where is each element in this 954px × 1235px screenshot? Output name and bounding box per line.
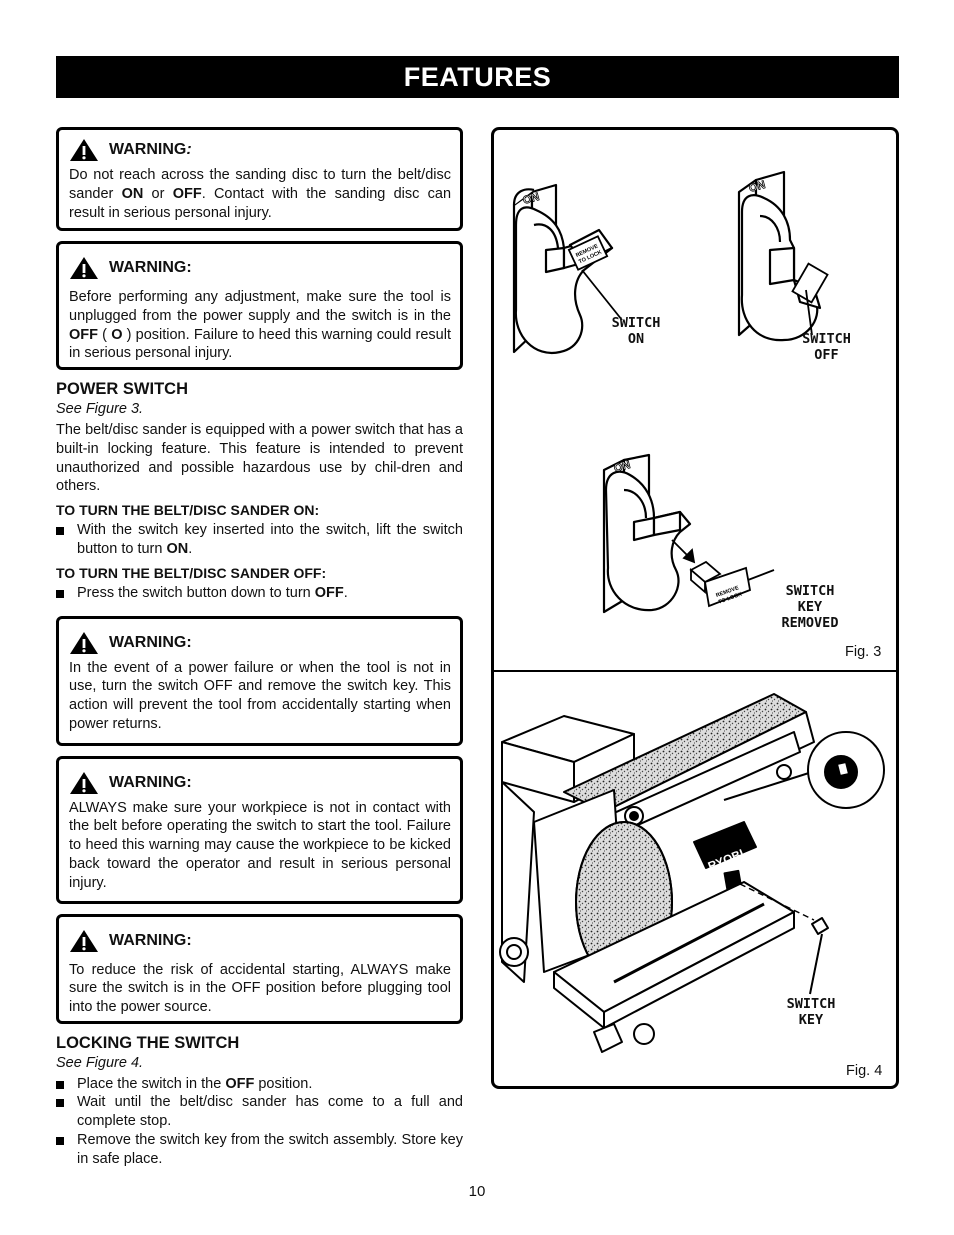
figure-4-illustration: RYOBI bbox=[499, 693, 885, 1053]
figure-3-illustration: ON REMOVE TO LOCK ON O bbox=[512, 170, 829, 614]
turn-off-heading: TO TURN THE BELT/DISC SANDER OFF: bbox=[56, 564, 327, 581]
warning-title: WARNING: bbox=[109, 259, 192, 276]
switch-key-removed-drawing: ON bbox=[602, 453, 692, 614]
warning-header: WARNING: bbox=[69, 771, 451, 795]
warning-box-2: WARNING: Before performing any adjustmen… bbox=[56, 241, 463, 370]
locking-step: Remove the switch key from the switch as… bbox=[56, 1131, 463, 1169]
page-banner: FEATURES bbox=[56, 56, 899, 98]
warning-title-suffix: : bbox=[186, 141, 192, 158]
switch-on-face-label: ON bbox=[522, 191, 541, 207]
figure-3-label: Fig. 3 bbox=[845, 644, 882, 660]
warning-triangle-icon bbox=[70, 139, 98, 161]
warning-box-4: WARNING: ALWAYS make sure your workpiece… bbox=[56, 755, 463, 904]
locking-step: Wait until the belt/disc sander has come… bbox=[56, 1093, 463, 1131]
warning-header: WARNING: bbox=[69, 929, 451, 953]
locking-section: LOCKING THE SWITCH See Figure 4. Place t… bbox=[56, 1034, 463, 1169]
figure-4-label: Fig. 4 bbox=[846, 1063, 883, 1079]
figure-divider bbox=[494, 670, 896, 672]
warning-body: Before performing any adjustment, make s… bbox=[69, 289, 451, 362]
turn-off-step: Press the switch button down to turn OFF… bbox=[56, 584, 463, 603]
turn-on-heading: TO TURN THE BELT/DISC SANDER ON: bbox=[56, 502, 320, 519]
power-switch-heading: POWER SWITCH bbox=[56, 380, 188, 398]
warning-title: WARNING: bbox=[109, 633, 192, 651]
see-figure-3: See Figure 3. bbox=[56, 401, 144, 417]
power-switch-intro: The belt/disc sander is equipped with a … bbox=[56, 422, 463, 495]
power-switch-section: POWER SWITCH See Figure 3. The belt/disc… bbox=[56, 380, 463, 603]
warning-body: In the event of a power failure or when … bbox=[69, 659, 451, 732]
locking-heading: LOCKING THE SWITCH bbox=[56, 1033, 240, 1052]
warning-body: Do not reach across the sanding disc to … bbox=[69, 167, 452, 221]
warning-triangle-icon bbox=[70, 631, 98, 654]
page-number: 10 bbox=[468, 1183, 486, 1200]
left-column: WARNING: Do not reach across the sanding… bbox=[56, 127, 463, 1169]
warning-body: To reduce the risk of accidental startin… bbox=[69, 961, 451, 1016]
switch-off-drawing: ON bbox=[737, 170, 822, 342]
switch-on-drawing: ON bbox=[512, 183, 614, 355]
switch-detail-callout bbox=[807, 731, 885, 809]
warning-triangle-icon bbox=[70, 257, 98, 279]
warning-box-3: WARNING: In the event of a power failure… bbox=[56, 615, 463, 746]
figure-panel: ON REMOVE TO LOCK ON O bbox=[491, 127, 899, 1089]
warning-triangle-icon bbox=[70, 771, 98, 794]
turn-on-step: With the switch key inserted into the sw… bbox=[56, 521, 463, 559]
locking-step: Place the switch in the OFF position. bbox=[56, 1075, 463, 1094]
warning-title: WARNING bbox=[109, 141, 187, 158]
warning-title: WARNING: bbox=[109, 773, 192, 791]
warning-header: WARNING: bbox=[69, 631, 451, 655]
switch-off-face-label: ON bbox=[748, 179, 767, 195]
warning-header: WARNING: bbox=[69, 256, 451, 280]
warning-box-5: WARNING: To reduce the risk of accidenta… bbox=[56, 913, 463, 1024]
warning-header: WARNING: bbox=[69, 138, 451, 162]
warning-title: WARNING: bbox=[109, 931, 192, 949]
see-figure-4: See Figure 4. bbox=[56, 1054, 144, 1071]
switch-removed-face-label: ON bbox=[613, 459, 632, 475]
warning-triangle-icon bbox=[70, 929, 98, 952]
warning-body: ALWAYS make sure your workpiece is not i… bbox=[69, 799, 451, 891]
warning-box-1: WARNING: Do not reach across the sanding… bbox=[56, 127, 463, 231]
